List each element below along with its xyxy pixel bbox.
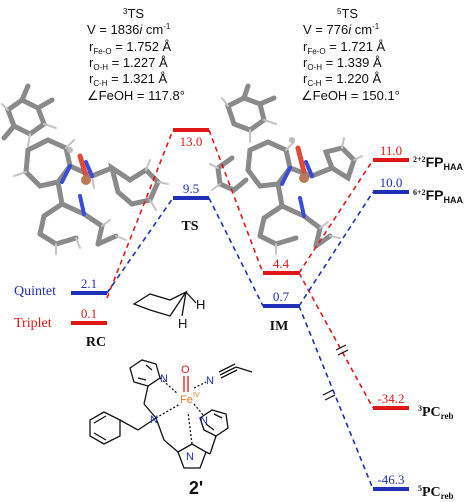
im-label: IM bbox=[270, 319, 289, 334]
quintet-ts-parameters: 5TS V = 776i cm-1 rFe-O = 1.721 Å rO-H =… bbox=[301, 6, 400, 103]
quintet-connector-ts-im bbox=[208, 197, 264, 307]
ts-quintet-energy: 9.5 bbox=[183, 181, 199, 196]
pc-quintet-energy: -46.3 bbox=[377, 472, 404, 487]
nitrile-n-atom: N bbox=[206, 375, 214, 387]
quintet-connector-rc-ts bbox=[106, 197, 174, 294]
pc-quintet-label: 5PCreb bbox=[418, 484, 454, 501]
complex-label: 2' bbox=[189, 478, 203, 498]
quintet-ts-angle: ∠FeOH = 150.1° bbox=[301, 88, 400, 103]
pyridine-left-n-atom: N bbox=[160, 373, 168, 385]
triplet-ts-fe-o: rFe-O = 1.752 Å bbox=[89, 39, 172, 56]
quintet-ts-fe-o: rFe-O = 1.721 Å bbox=[303, 39, 386, 56]
iron-complex-structure bbox=[89, 359, 253, 469]
triplet-connector-im-fp bbox=[298, 159, 374, 274]
triplet-ts-angle: ∠FeOH = 117.8° bbox=[87, 88, 185, 103]
fp-quintet-energy: 10.0 bbox=[380, 175, 403, 190]
cyclohexane-structure bbox=[132, 290, 197, 317]
triplet-connector-rc-ts bbox=[106, 129, 174, 299]
quintet-connector-im-fp bbox=[298, 191, 374, 307]
legend-triplet: Triplet bbox=[14, 316, 52, 331]
axis-break-marks bbox=[322, 344, 349, 401]
energy-levels bbox=[71, 128, 409, 491]
quintet-ts-structure-image bbox=[209, 83, 363, 255]
rc-label: RC bbox=[86, 335, 106, 350]
triplet-connector-ts-im bbox=[208, 129, 264, 274]
state-labels: RC TS IM bbox=[86, 219, 288, 350]
rc-quintet-energy: 2.1 bbox=[81, 276, 97, 291]
pyrrolidine-n-atom: N bbox=[186, 451, 194, 463]
fp-quintet-label: 6+2FPHAA bbox=[413, 187, 463, 205]
quintet-ts-o-h: rO-H = 1.339 Å bbox=[303, 55, 382, 72]
quintet-ts-c-h: rC-H = 1.220 Å bbox=[303, 71, 382, 88]
pc-triplet-label: 3PCreb bbox=[418, 404, 454, 421]
product-labels: 2+2FPHAA 6+2FPHAA 3PCreb 5PCreb bbox=[413, 154, 463, 501]
iron-oxidation-state: IV bbox=[193, 392, 200, 399]
reaction-path-connectors bbox=[106, 129, 374, 490]
im-quintet-energy: 0.7 bbox=[273, 289, 290, 304]
triplet-ts-header: 3TS bbox=[123, 6, 144, 21]
cyclohexane-h-upper: H bbox=[196, 297, 205, 312]
pyridine-right-n-atom: N bbox=[200, 415, 208, 427]
triplet-ts-parameters: 3TS V = 1836i cm-1 rFe-O = 1.752 Å rO-H … bbox=[87, 6, 185, 103]
quintet-connector-im-pc bbox=[298, 305, 374, 490]
fp-triplet-label: 2+2FPHAA bbox=[413, 154, 463, 172]
quintet-ts-frequency: V = 776i cm-1 bbox=[303, 22, 380, 37]
iron-complex-atoms: O Fe IV N N N N N bbox=[150, 364, 214, 463]
triplet-ts-o-h: rO-H = 1.227 Å bbox=[89, 55, 168, 72]
ts-triplet-energy: 13.0 bbox=[180, 134, 203, 149]
fp-triplet-energy: 11.0 bbox=[380, 143, 402, 158]
legend-quintet: Quintet bbox=[14, 284, 56, 299]
quintet-ts-header: 5TS bbox=[337, 6, 358, 21]
ts-label: TS bbox=[181, 219, 198, 234]
im-triplet-energy: 4.4 bbox=[273, 256, 290, 271]
cyclohexane-h-lower: H bbox=[178, 316, 187, 331]
pc-triplet-energy: -34.2 bbox=[377, 391, 404, 406]
triplet-ts-c-h: rC-H = 1.321 Å bbox=[89, 71, 168, 88]
iron-atom: Fe bbox=[180, 394, 193, 406]
rc-triplet-energy: 0.1 bbox=[81, 306, 97, 321]
triplet-ts-structure-image bbox=[1, 83, 169, 255]
triplet-ts-frequency: V = 1836i cm-1 bbox=[87, 22, 171, 37]
oxo-atom: O bbox=[181, 364, 190, 376]
spin-state-legend: Quintet Triplet bbox=[14, 284, 56, 331]
triplet-connector-im-pc bbox=[298, 272, 374, 409]
amine-n-atom: N bbox=[150, 414, 158, 426]
energy-value-labels: 2.1 0.1 13.0 9.5 4.4 0.7 11.0 10.0 -34.2… bbox=[81, 134, 405, 487]
